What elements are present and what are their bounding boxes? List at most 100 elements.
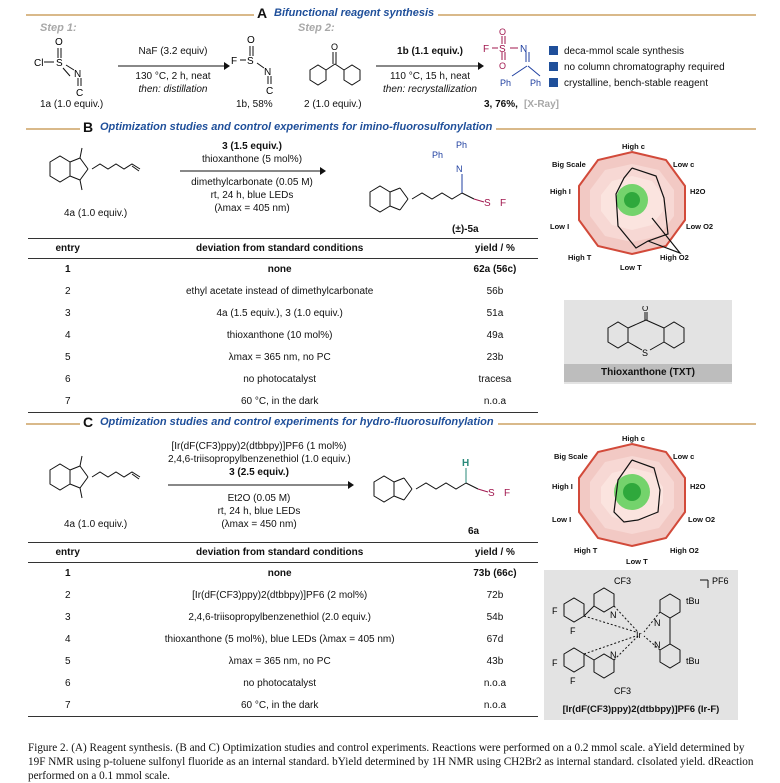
c-cond-line3: 3 (2.5 equiv.) [229,467,289,478]
table-c: entry deviation from standard conditions… [28,542,538,717]
irf-structure: Ir CF3 CF3 PF6 tBu tBu F F F F N N N N [552,576,729,696]
radar-b-high-i: High I [550,187,571,196]
radar-c-low-i: Low I [552,515,572,524]
cond2-line3: then: recrystallization [383,84,477,95]
atom-ph: Ph [432,150,443,160]
atom-n: N [654,618,661,628]
radar-b-h2o: H2O [690,187,706,196]
irf-box: Ir CF3 CF3 PF6 tBu tBu F F F F N N N N [… [544,570,738,720]
atom-n: N [610,650,617,660]
atom-ph: Ph [500,78,511,88]
radar-b-high-o2: High O2 [660,253,689,262]
c-cond-line5: rt, 24 h, blue LEDs [217,506,301,517]
table-c-header-deviation: deviation from standard conditions [107,542,452,563]
atom-s: S [499,44,506,55]
structure-2: O [309,42,361,86]
atom-o: O [499,28,506,37]
section-b-header: B Optimization studies and control exper… [26,118,756,138]
step1-label: Step 1: [40,22,77,34]
b-cond-line3: dimethylcarbonate (0.05 M) [191,177,313,188]
atom-cf3: CF3 [614,686,631,696]
atom-o: O [55,37,63,48]
radar-c-h2o: H2O [690,482,706,491]
section-a-letter: A [254,5,271,21]
label-5a: (±)-5a [452,224,479,235]
atom-f: F [231,56,237,67]
c-cond-line2: 2,4,6-triisopropylbenzenethiol (1.0 equi… [168,454,351,465]
atom-f: F [552,606,558,616]
radar-b-high-c: High c [622,142,645,151]
b-cond-line5: (λmax = 405 nm) [214,203,290,214]
atom-s: S [484,198,491,209]
cond2-line1: 1b (1.1 equiv.) [397,46,463,57]
structure-1a: Cl S O N C [34,37,83,99]
bullet-2: no column chromatography required [549,62,725,73]
radar-c-high-i: High I [552,482,573,491]
structure-1b: F S O N C [231,35,273,97]
section-c-title: Optimization studies and control experim… [96,416,498,428]
atom-n: N [520,44,527,55]
atom-n: N [74,69,81,80]
figure-caption: Figure 2. (A) Reagent synthesis. (B and … [28,742,754,782]
section-a-header: A Bifunctional reagent synthesis [26,4,756,24]
label-4a-c: 4a (1.0 equiv.) [64,519,128,530]
arrow-step1 [118,62,230,70]
atom-c: C [76,88,83,99]
atom-n: N [264,67,271,78]
atom-s: S [56,58,63,69]
atom-tbu: tBu [686,596,700,606]
section-b-letter: B [80,119,97,135]
atom-cf3: CF3 [614,576,631,586]
section-a-title: Bifunctional reagent synthesis [270,7,439,19]
atom-ir: Ir [636,630,642,640]
cond1-line3: then: distillation [138,84,208,95]
atom-s: S [488,488,495,499]
radar-c [578,442,686,548]
label-1a: 1a (1.0 equiv.) [40,99,104,110]
atom-pf6: PF6 [712,576,729,586]
radar-c-low-o2: Low O2 [688,515,716,524]
c-cond-line4: Et2O (0.05 M) [227,493,291,504]
label-6a: 6a [468,526,480,537]
cond1-line1: NaF (3.2 equiv) [138,46,208,57]
atom-f: F [570,676,576,686]
table-b-header-deviation: deviation from standard conditions [107,238,452,259]
atom-cl: Cl [34,58,43,69]
radar-c-low-c: Low c [673,452,695,461]
radar-c-high-t: High T [574,546,598,555]
structure-6a: H S F [373,458,510,503]
cond2-line2: 110 °C, 15 h, neat [390,71,470,82]
atom-f: F [552,658,558,668]
atom-n: N [654,640,661,650]
atom-o: O [331,42,338,52]
svg-text:H: H [462,458,469,469]
arrow-b [180,167,326,175]
label-1b: 1b, 58% [236,99,273,110]
table-row: 2[Ir(dF(CF3)ppy)2(dtbbpy)]PF6 (2 mol%)72… [64,590,504,601]
radar-b-low-o2: Low O2 [686,222,714,231]
radar-b-big-scale: Big Scale [552,160,586,169]
table-c-header-entry: entry [28,542,108,563]
arrow-c [168,481,354,489]
radar-c-low-t: Low T [626,557,648,566]
b-cond-line1: 3 (1.5 equiv.) [222,141,282,152]
atom-n: N [610,610,617,620]
radar-b-high-t: High T [568,253,592,262]
bullet-1: deca-mmol scale synthesis [549,46,684,57]
section-c-header: C Optimization studies and control exper… [26,413,756,433]
label-3: 3, 76%, [484,99,518,110]
radar-b-low-i: Low I [550,222,570,231]
structure-4a-c [49,455,141,499]
radar-b [578,150,686,256]
structure-4a-b [49,147,141,191]
